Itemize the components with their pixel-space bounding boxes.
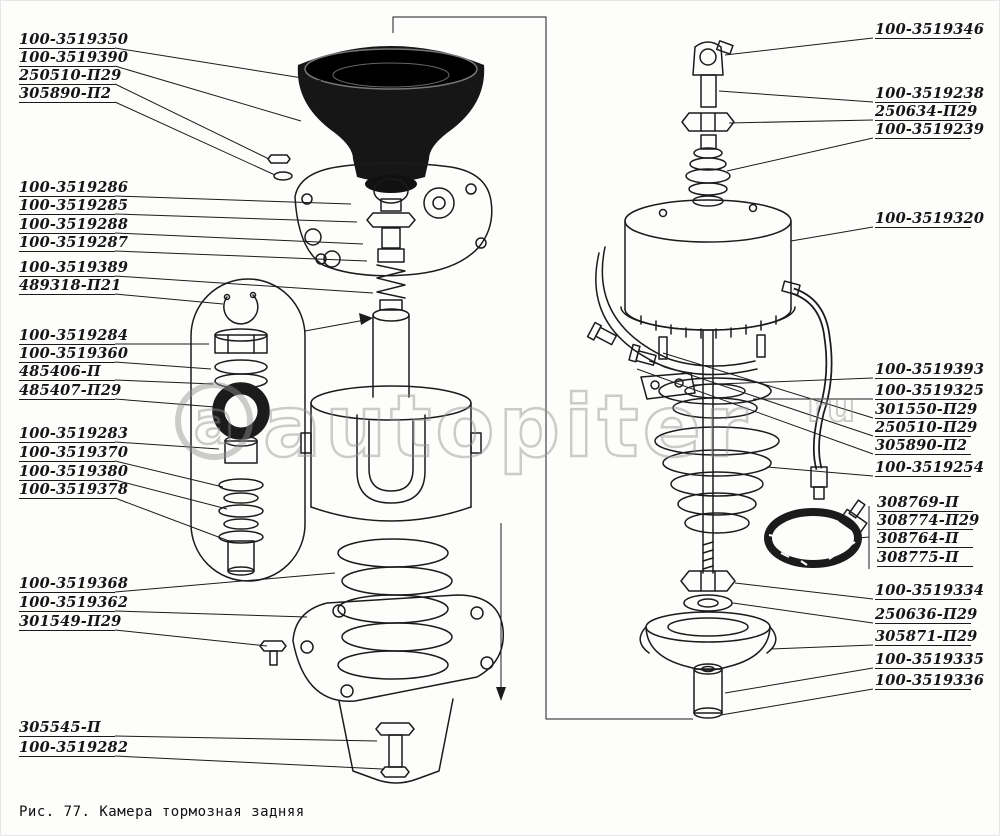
cover-flange: [294, 162, 493, 277]
cone-spring: [654, 426, 780, 534]
watermark: a autopiter ru: [175, 376, 856, 478]
part-label: 305871-П29: [875, 628, 978, 646]
part-label: 100-3519286: [19, 179, 129, 197]
part-label: 100-3519334: [875, 582, 985, 600]
part-label: 100-3519288: [19, 216, 129, 234]
part-label: 308774-П29: [877, 512, 980, 530]
part-label: 250634-П29: [875, 103, 978, 121]
hose-clamp: [764, 499, 868, 568]
part-label: 100-3519370: [19, 444, 129, 462]
part-label: 100-3519378: [19, 481, 129, 499]
part-label: 100-3519282: [19, 739, 129, 757]
diaphragm-funnel: [297, 46, 485, 193]
return-spring: [337, 538, 453, 680]
part-label: 100-3519238: [875, 85, 985, 103]
part-label: 100-3519380: [19, 463, 129, 481]
rod-nut-top: [681, 112, 735, 132]
spring-seat-cup: [639, 611, 777, 671]
part-label: 489318-П21: [19, 277, 122, 295]
fork-clevis: [338, 698, 454, 784]
pushrod-tube: [372, 308, 410, 398]
part-label: 308775-П: [877, 549, 973, 567]
lower-flange: [292, 594, 504, 702]
part-label: 100-3519390: [19, 49, 129, 67]
part-label: 100-3519336: [875, 672, 985, 690]
part-label: 100-3519346: [875, 21, 985, 39]
figure-caption: Рис. 77. Камера тормозная задняя: [19, 804, 305, 820]
watermark-suffix: ru: [807, 385, 855, 431]
part-label: 100-3519360: [19, 345, 129, 363]
lower-bushing: [693, 663, 723, 719]
part-label: 100-3519350: [19, 31, 129, 49]
part-label: 100-3519389: [19, 259, 129, 277]
part-label: 100-3519285: [19, 197, 129, 215]
part-label: 100-3519320: [875, 210, 985, 228]
air-hose: [781, 280, 833, 500]
part-label: 100-3519283: [19, 425, 129, 443]
part-label: 485406-П: [19, 363, 115, 381]
part-label: 250510-П29: [875, 419, 978, 437]
part-label: 100-3519335: [875, 651, 985, 669]
diaphragm-washer: [640, 334, 772, 419]
part-label: 100-3519284: [19, 327, 129, 345]
part-label: 100-3519254: [875, 459, 985, 477]
part-label: 305890-П2: [875, 437, 971, 455]
part-label: 100-3519368: [19, 575, 129, 593]
part-label: 100-3519239: [875, 121, 985, 139]
part-label: 308769-П: [877, 494, 973, 512]
part-label: 305890-П2: [19, 85, 115, 103]
rod-nut-lower: [680, 570, 736, 612]
part-label: 305545-П: [19, 719, 115, 737]
flange-bolt: [259, 640, 287, 666]
cover-nut-washer: [267, 154, 293, 181]
watermark-logo-letter: a: [194, 388, 235, 458]
watermark-text: autopiter: [263, 377, 751, 477]
chamber-body: [300, 385, 482, 522]
part-label: 250510-П29: [19, 67, 122, 85]
rubber-boot: [685, 134, 731, 207]
part-label: 100-3519393: [875, 361, 985, 379]
chamber-drum: [620, 199, 796, 339]
part-label: 301549-П29: [19, 613, 122, 631]
part-label: 250636-П29: [875, 606, 978, 624]
part-label: 301550-П29: [875, 401, 978, 419]
part-label: 100-3519287: [19, 234, 129, 252]
part-label: 100-3519325: [875, 382, 985, 400]
clevis-eye: [692, 40, 734, 108]
part-label: 100-3519362: [19, 594, 129, 612]
part-label: 485407-П29: [19, 382, 122, 400]
leader-lines: [114, 16, 874, 770]
part-label: 308764-П: [877, 530, 973, 548]
valve-stem: [366, 198, 416, 311]
